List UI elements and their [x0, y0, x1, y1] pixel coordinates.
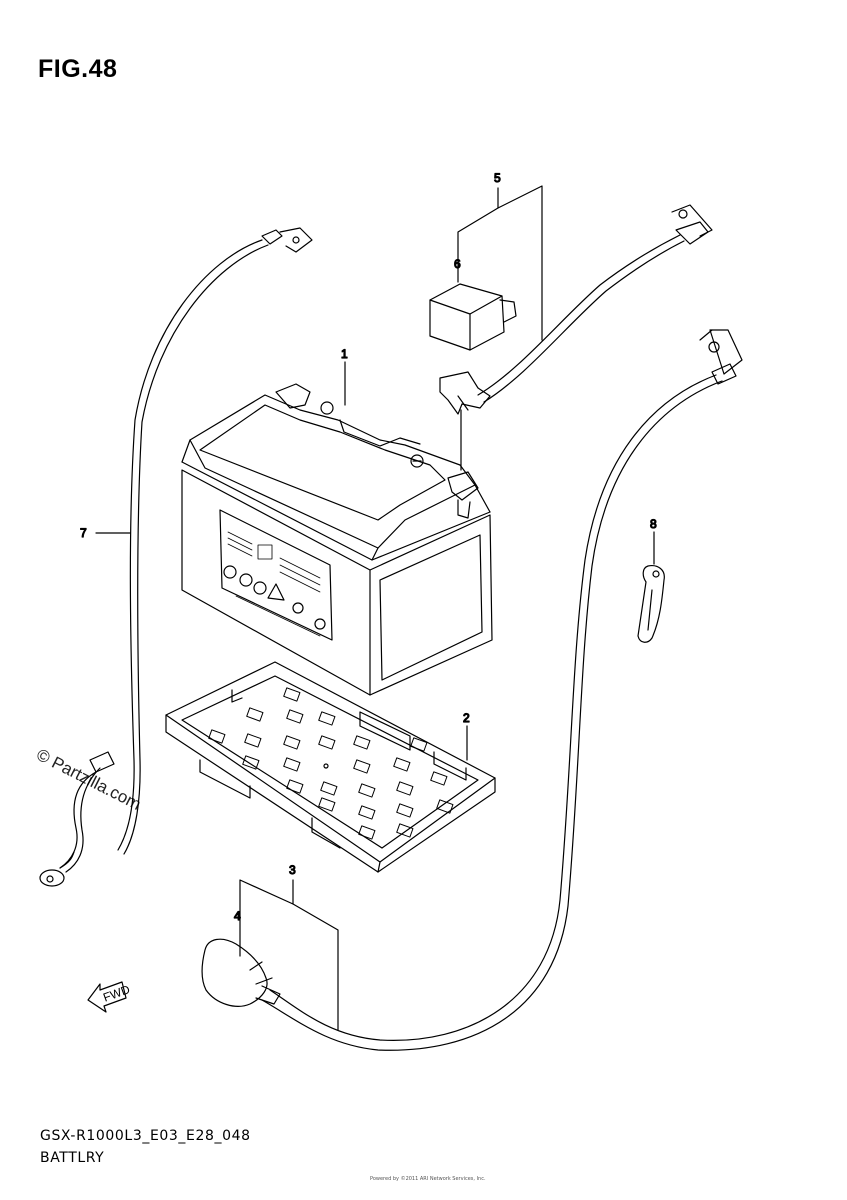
figure-code: GSX-R1000L3_E03_E28_048 [40, 1128, 251, 1144]
callout-1: 1 [341, 347, 348, 361]
battery-lead-wire[interactable] [201, 329, 743, 1051]
terminal-cover[interactable] [429, 283, 517, 351]
callout-6: 6 [454, 257, 461, 271]
copyright-note: Powered by ©2011 ARI Network Services, I… [370, 1176, 486, 1182]
negative-lead-wire[interactable] [39, 227, 313, 887]
callout-4: 4 [234, 909, 241, 923]
fwd-arrow-icon: FWD [87, 981, 132, 1013]
starter-motor-lead[interactable] [439, 204, 713, 415]
callout-7: 7 [80, 526, 87, 540]
callout-2: 2 [463, 711, 470, 725]
battery-tray[interactable] [165, 661, 496, 873]
figure-name: BATTLRY [40, 1150, 105, 1166]
callout-8: 8 [650, 517, 657, 531]
battery[interactable] [181, 383, 493, 696]
callout-3: 3 [289, 863, 296, 877]
figure-title: FIG.48 [38, 55, 118, 83]
cable-clamp[interactable] [637, 565, 665, 643]
callout-5: 5 [494, 171, 501, 185]
